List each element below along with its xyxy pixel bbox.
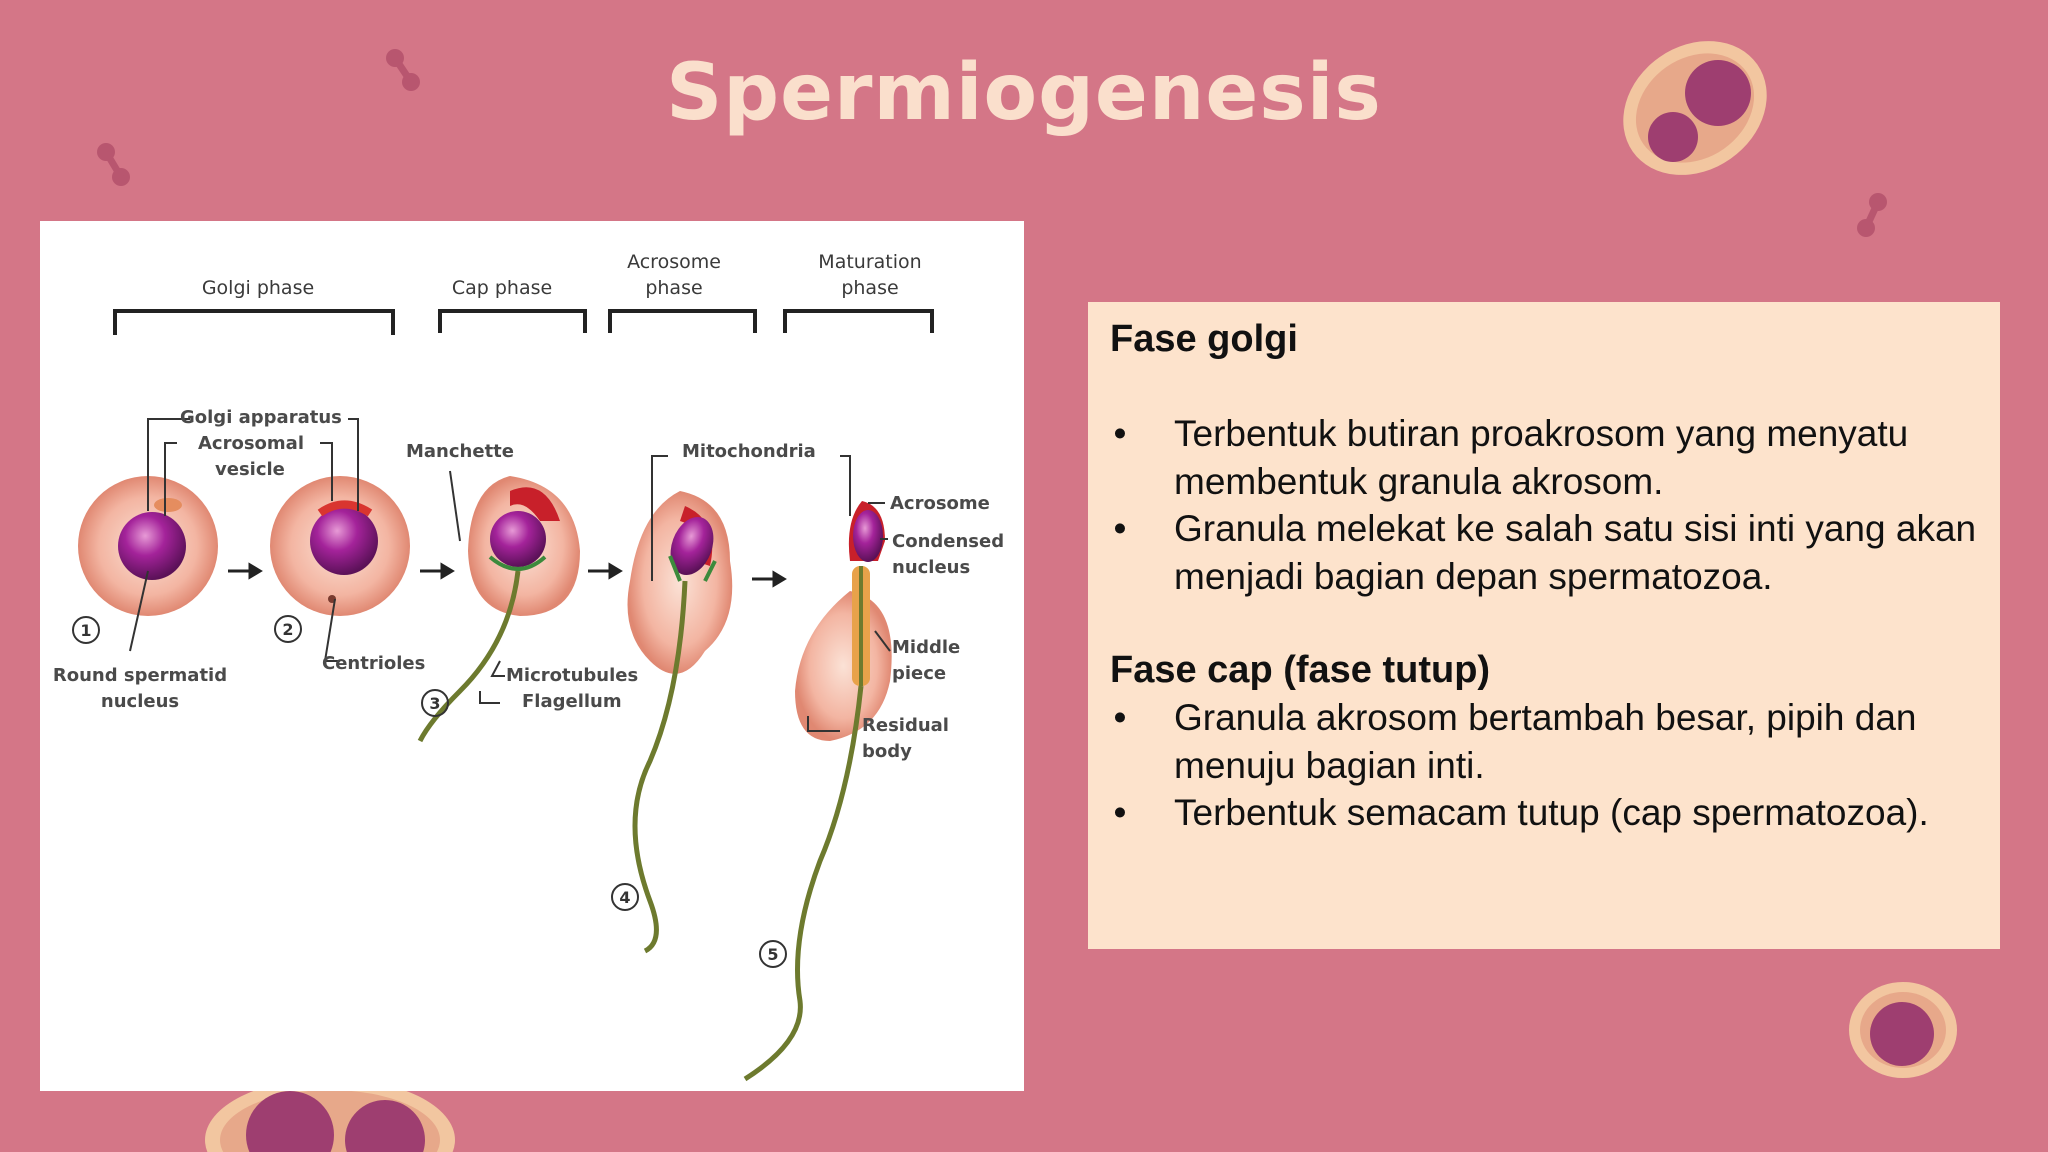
- spermiogenesis-figure: Golgi phase Cap phase Acrosome phase Mat…: [40, 221, 1024, 1091]
- step-number-5: 5: [767, 945, 778, 964]
- list-item-text: Terbentuk semacam tutup (cap spermatozoa…: [1174, 792, 1929, 833]
- list-item: • Terbentuk semacam tutup (cap spermatozo…: [1110, 789, 1978, 837]
- cell-decoration-bottom-right: [1849, 982, 1957, 1078]
- phase-label-acrosome-line2: phase: [645, 277, 702, 299]
- cell-step-1: [78, 476, 218, 616]
- bullet-icon: •: [1113, 413, 1127, 454]
- dot-pair-decoration: [1857, 193, 1887, 237]
- slide-title: Spermiogenesis: [666, 48, 1382, 138]
- phase-label-acrosome: Acrosome: [627, 251, 721, 273]
- label-condensed: Condensed: [892, 531, 1004, 552]
- list-item: • Granula akrosom bertambah besar, pipih …: [1110, 694, 1978, 789]
- phase-label-maturation: Maturation: [818, 251, 921, 273]
- list-item: • Terbentuk butiran proakrosom yang menya…: [1110, 410, 1978, 505]
- step-number-1: 1: [80, 621, 91, 640]
- step-number-3: 3: [429, 694, 440, 713]
- label-flagellum: Flagellum: [522, 691, 622, 712]
- step-number-4: 4: [619, 888, 630, 907]
- label-residual: Residual: [862, 715, 949, 736]
- spacer: [1110, 363, 1978, 410]
- bullet-icon: •: [1113, 697, 1127, 738]
- phase-label-cap: Cap phase: [452, 277, 552, 299]
- cell-step-4: [627, 491, 733, 954]
- label-acrosome: Acrosome: [890, 493, 990, 514]
- phase-brackets: [113, 309, 934, 335]
- dot-pair-decoration: [97, 143, 130, 186]
- step-number-markers: [72, 615, 787, 968]
- label-condensed-line2: nucleus: [892, 557, 970, 578]
- section-heading-golgi: Fase golgi: [1110, 318, 1298, 360]
- label-round-spermatid-line2: nucleus: [101, 691, 179, 712]
- golgi-bullet-list: • Terbentuk butiran proakrosom yang menya…: [1110, 410, 1978, 600]
- bullet-icon: •: [1113, 792, 1127, 833]
- spacer: [1110, 600, 1978, 647]
- cell-step-3: [417, 476, 580, 743]
- label-middle-line2: piece: [892, 663, 946, 684]
- phase-label-golgi: Golgi phase: [202, 277, 314, 299]
- label-microtubules: Microtubules: [506, 665, 638, 686]
- content-textbox: Fase golgi • Terbentuk butiran proakrosom…: [1088, 302, 2000, 949]
- leader-lines: [129, 418, 891, 732]
- cell-step-5: [743, 501, 892, 1082]
- cell-step-2: [270, 476, 410, 616]
- label-acrosomal-line2: vesicle: [215, 459, 285, 480]
- label-manchette: Manchette: [406, 441, 514, 462]
- list-item-text: Granula melekat ke salah satu sisi inti …: [1174, 508, 1977, 597]
- label-residual-line2: body: [862, 741, 912, 762]
- label-golgi-apparatus: Golgi apparatus: [180, 407, 342, 428]
- bullet-icon: •: [1113, 508, 1127, 549]
- progression-arrows: [228, 562, 787, 588]
- label-centrioles: Centrioles: [322, 653, 425, 674]
- spermiogenesis-diagram: Golgi phase Cap phase Acrosome phase Mat…: [53, 251, 1004, 1082]
- list-item-text: Terbentuk butiran proakrosom yang menyat…: [1174, 413, 1909, 502]
- label-acrosomal: Acrosomal: [198, 433, 304, 454]
- list-item: • Granula melekat ke salah satu sisi inti…: [1110, 505, 1978, 600]
- list-item-text: Granula akrosom bertambah besar, pipih d…: [1174, 697, 1917, 786]
- cell-decoration-top-right: [1623, 41, 1767, 175]
- label-middle: Middle: [892, 637, 960, 658]
- step-number-2: 2: [282, 620, 293, 639]
- cap-bullet-list: • Granula akrosom bertambah besar, pipih …: [1110, 694, 1978, 837]
- label-round-spermatid: Round spermatid: [53, 665, 227, 686]
- dot-pair-decoration: [386, 49, 420, 91]
- phase-label-maturation-line2: phase: [841, 277, 898, 299]
- label-mitochondria: Mitochondria: [682, 441, 816, 462]
- section-heading-cap: Fase cap (fase tutup): [1110, 649, 1491, 691]
- cell-decoration-bottom-left: [205, 1078, 455, 1152]
